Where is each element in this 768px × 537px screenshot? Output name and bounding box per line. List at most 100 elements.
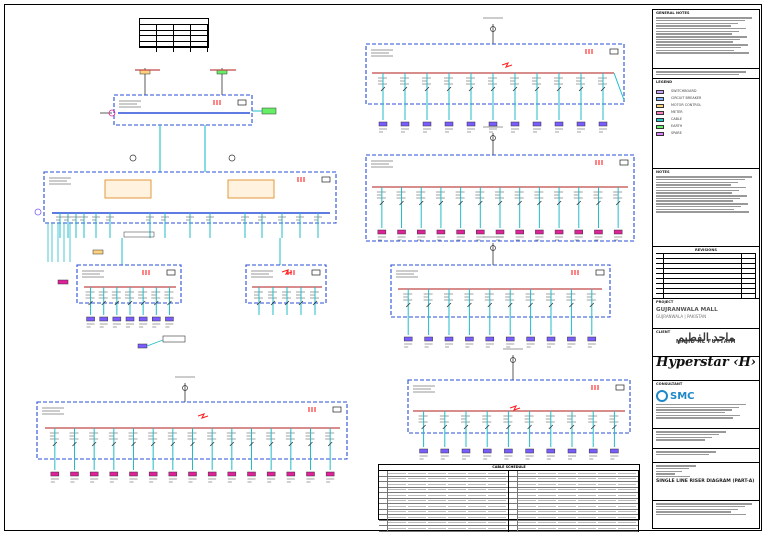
circuit-breaker-icon [379,200,385,206]
text-line [656,433,719,436]
meter-icon [609,48,619,55]
distribution-board-icon [546,448,556,454]
circuit-breaker-icon [327,441,333,447]
switchboard-mdb-2 [365,154,635,242]
distribution-board-icon [138,316,148,322]
revision-cell [664,289,742,294]
text-line [656,514,746,516]
text-line [656,41,733,43]
distribution-board-icon [99,316,108,322]
motor-icon [535,229,544,235]
cable-schedule-row [509,482,638,488]
switchboard-smdb-2 [245,264,327,304]
text-line [656,205,741,208]
legend-title: LEGEND [656,80,673,84]
cable-schedule-row [509,471,638,477]
circuit-breaker-icon [154,300,159,306]
motor-icon [50,471,60,477]
circuit-breaker-icon [114,300,120,306]
legend-swatch [656,117,664,122]
revision-cell [656,294,664,298]
cable-schedule-row [509,493,638,499]
circuit-breaker-icon [418,200,424,206]
motor-icon [377,229,387,235]
text-line [656,200,733,202]
protection-icon [281,269,293,275]
distribution-board-icon [86,316,95,322]
cable-schedule-row [509,487,638,493]
circuit-breaker-icon [569,302,574,308]
circuit-breaker-icon [490,86,496,92]
legend-item: METER [656,109,756,116]
cable-schedule-row [379,493,508,499]
revision-cell [656,259,664,264]
text-line [656,508,738,511]
load-summary-table [139,18,209,52]
cable-schedule-row [379,476,508,482]
circuit-breaker-icon [140,300,146,306]
distribution-board-icon [137,343,148,349]
revision-cell [664,259,742,264]
cable-schedule-row [509,509,638,515]
meter-icon [34,208,42,216]
circuit-breaker-icon [72,441,77,447]
motor-icon [456,229,465,235]
distribution-board-icon [444,121,454,127]
circuit-breaker-icon [612,424,617,430]
text-line [656,178,745,181]
revision-cell [742,294,756,298]
switchboard-ht [113,94,253,126]
consultant-logo: SMC [670,390,695,402]
client-section: CLIENT ماجد الفطيم MAJID AL FUTTAIM [653,328,759,356]
notes-section: NOTES [653,168,759,246]
legend-label: SWITCHBOARD [671,89,697,93]
distribution-board-icon [112,316,122,322]
distribution-board-icon [466,121,476,127]
brand-logo: Hyperstar [656,356,729,370]
meter-icon [615,384,625,391]
legend-label: METER [671,110,683,114]
motor-icon [207,471,217,477]
single-line-diagram [34,17,635,483]
revision-cell [664,264,742,269]
switchboard-mdb-5 [407,379,631,434]
earthing-panel [162,335,186,343]
circuit-breaker-icon [468,86,474,92]
circuit-breaker-icon [578,86,584,92]
text-line [656,36,747,38]
meter-icon [595,269,605,276]
cable-schedule-row [379,526,508,532]
revisions-title: REVISIONS [695,248,717,252]
transformer-icon [261,107,277,115]
distribution-board-icon [610,448,619,454]
circuit-breaker-icon [506,424,511,430]
text-line [656,197,740,200]
distribution-board-icon [165,316,174,322]
circuit-breaker-icon [270,300,276,306]
circuit-breaker-icon [478,200,483,206]
circuit-breaker-icon [424,86,430,92]
meter-icon [237,99,247,106]
switchboard-smdb-1 [76,264,182,304]
revision-cell [656,254,664,259]
text-line [656,25,731,27]
meter-icon [311,269,321,276]
distribution-board-icon [461,448,471,454]
circuit-breaker-icon [209,441,215,447]
distribution-board-icon [485,336,495,342]
motor-icon [57,279,69,285]
distribution-board-icon [422,121,432,127]
text-line [656,73,739,76]
text-line [656,503,752,505]
project-location: GUJRANWALA | PAKISTAN [656,314,707,319]
circuit-breaker-icon [229,441,235,447]
revision-cell [664,279,742,284]
distribution-board-icon [588,448,598,454]
circuit-breaker-icon [556,86,562,92]
text-line [656,30,739,33]
distribution-board-icon [598,121,608,127]
cable-schedule-row [379,520,508,526]
text-line [656,44,748,46]
circuit-breaker-icon [405,302,411,308]
